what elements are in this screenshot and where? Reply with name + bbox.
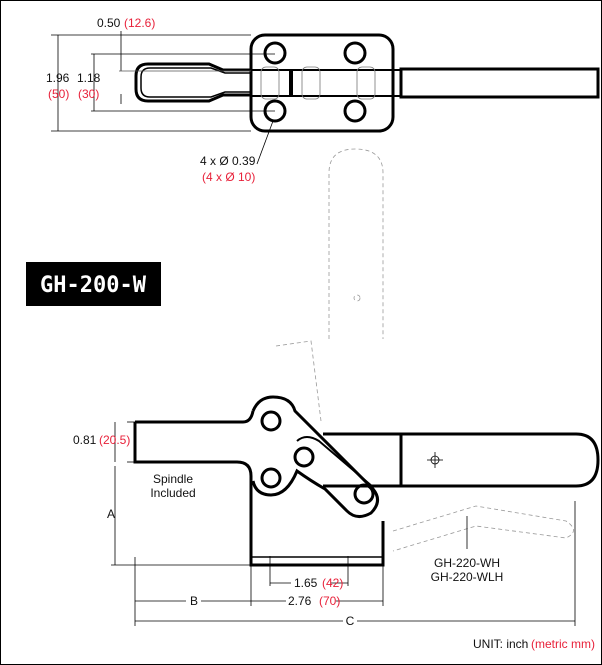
dim-b: B: [190, 594, 198, 608]
alt-model-2: GH-220-WLH: [431, 570, 504, 584]
unit-metric: (metric mm): [531, 637, 595, 651]
spindle-height-dim-mm: (20.5): [99, 433, 130, 447]
slot-width-dim: 0.50: [97, 16, 121, 30]
base-holes-dim-mm: (42): [322, 576, 343, 590]
spindle-height-dim: 0.81: [73, 433, 97, 447]
open-position-phantom: [275, 148, 574, 552]
unit-label: UNIT: inch: [473, 637, 528, 651]
slot-width-dim-mm: (12.6): [124, 16, 155, 30]
hole-spacing-dim: 1.18: [77, 71, 101, 85]
height-dim-mm: (50): [48, 87, 69, 101]
dim-c: C: [346, 614, 355, 628]
model-label-box: [26, 262, 161, 306]
model-label: GH-200-W: [40, 273, 147, 298]
holes-dim: 4 x Ø 0.39: [200, 154, 256, 168]
spindle-note-1: Spindle: [153, 472, 193, 486]
top-view: [51, 31, 600, 165]
base-length-dim: 2.76: [288, 594, 312, 608]
height-dim: 1.96: [46, 71, 70, 85]
spindle-note-2: Included: [150, 486, 195, 500]
base-holes-dim: 1.65: [294, 576, 318, 590]
alt-model-1: GH-220-WH: [434, 556, 500, 570]
side-view: [111, 395, 600, 626]
dim-a: A: [107, 507, 115, 521]
hole-spacing-dim-mm: (30): [78, 87, 99, 101]
base-length-dim-mm: (70): [319, 594, 340, 608]
holes-dim-mm: (4 x Ø 10): [202, 170, 255, 184]
